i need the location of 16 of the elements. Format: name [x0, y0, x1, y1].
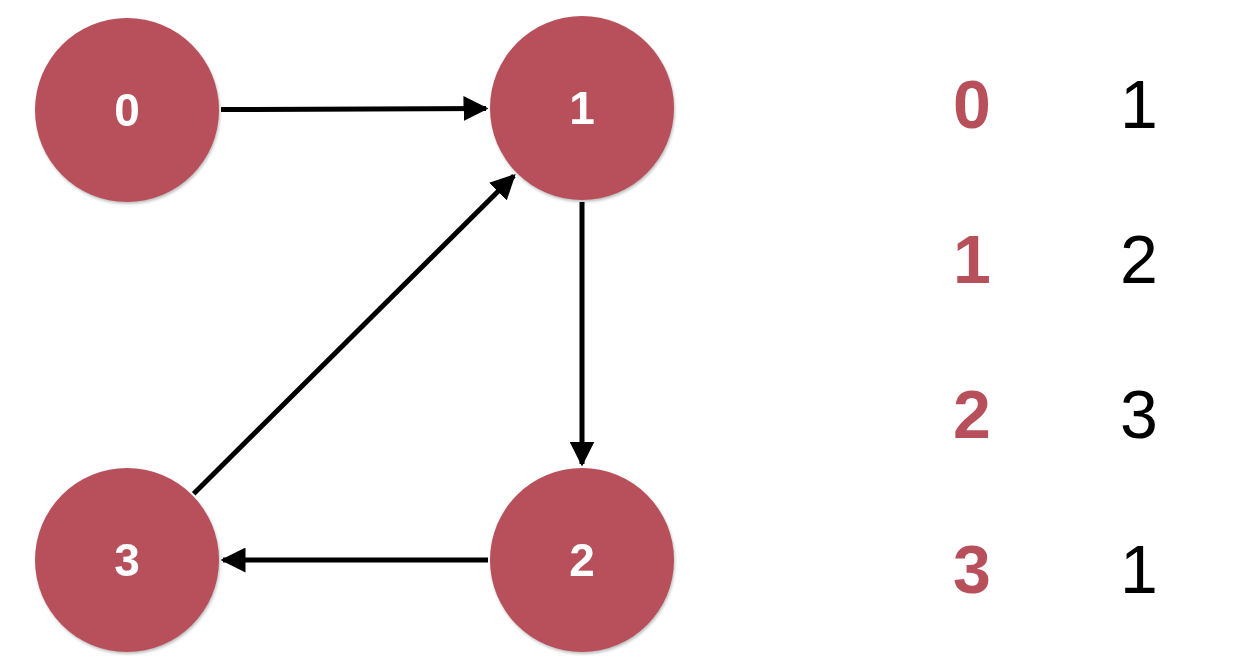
vertex-label: 3	[114, 533, 140, 587]
vertex-label: 0	[114, 83, 140, 137]
vertex-index: 2	[953, 380, 991, 448]
adjacent-vertex: 2	[1120, 225, 1158, 293]
vertex-index: 3	[953, 535, 991, 603]
arrow	[221, 96, 489, 121]
adjacent-vertex: 1	[1120, 70, 1158, 138]
vertex-label: 1	[569, 81, 595, 135]
adjacent-vertex: 1	[1120, 535, 1158, 603]
vertex-index: 1	[953, 225, 991, 293]
arrow	[220, 547, 488, 573]
vertex-index: 0	[953, 70, 991, 138]
arrow	[191, 173, 516, 496]
arrow	[569, 202, 595, 467]
adjacent-vertex: 3	[1120, 380, 1158, 448]
vertex-label: 2	[569, 533, 595, 587]
